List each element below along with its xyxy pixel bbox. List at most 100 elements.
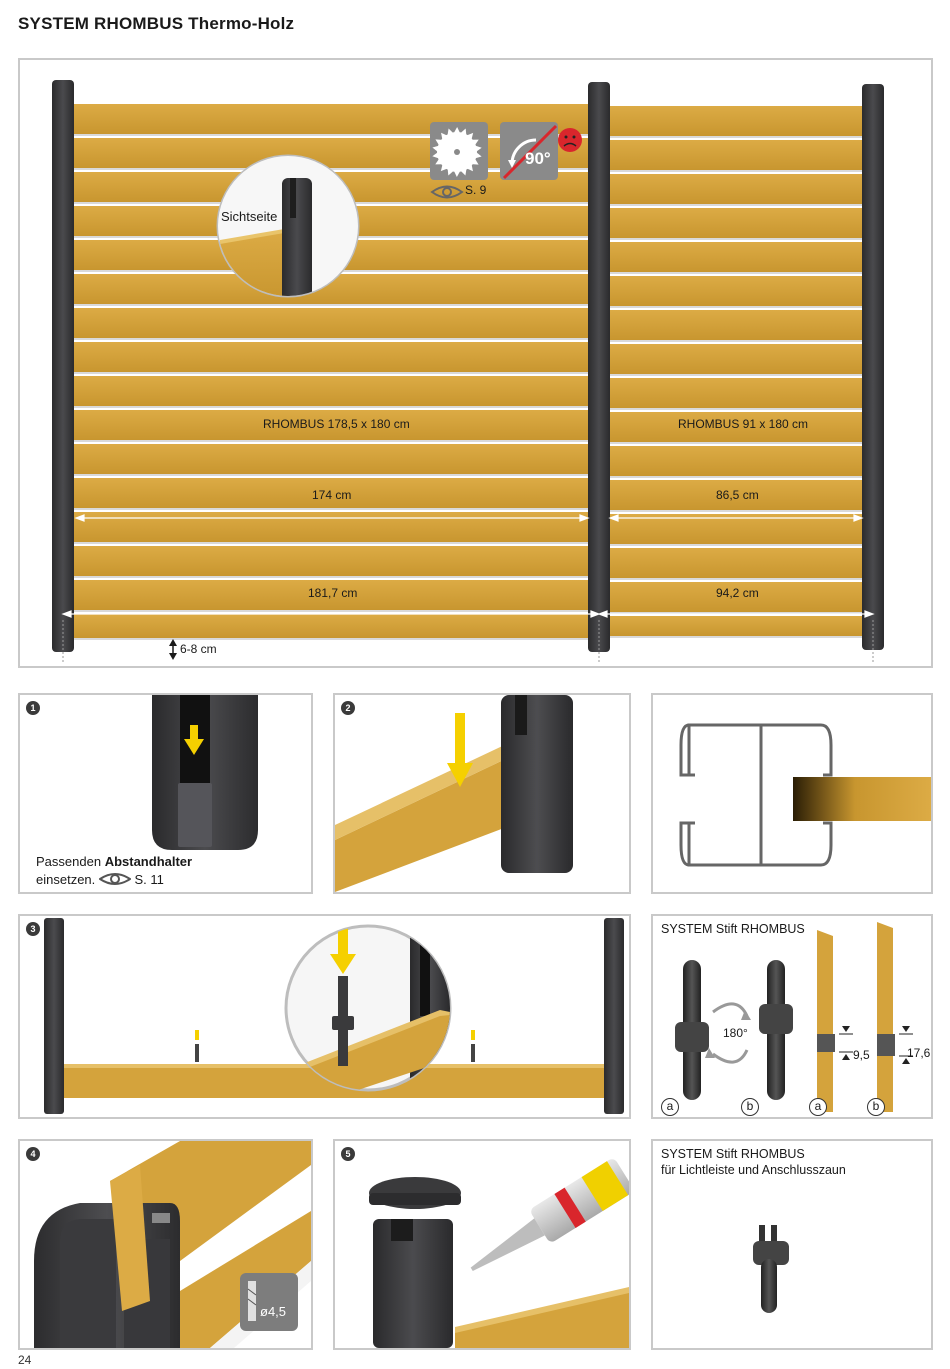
fence-board	[610, 106, 862, 136]
fence-board	[74, 546, 588, 576]
fence-board	[610, 310, 862, 340]
fence-post-right	[862, 84, 884, 650]
fence-board	[610, 582, 862, 612]
board-gap	[74, 134, 588, 136]
step-1-panel: 1 Passenden Abstandhalter einsetzen. S. …	[18, 693, 313, 894]
eye-icon	[430, 185, 464, 199]
fence-board	[610, 514, 862, 544]
step-number: 2	[341, 701, 355, 715]
step-1-illustration	[152, 695, 258, 850]
board-gap	[74, 576, 588, 578]
board-gap	[610, 510, 862, 512]
saw-tooth	[447, 128, 454, 136]
fence-board	[610, 174, 862, 204]
saw-tooth	[432, 145, 440, 152]
step-1-text-suffix: einsetzen.	[36, 872, 96, 887]
fence-board	[610, 276, 862, 306]
ground-gap-arrow	[169, 639, 177, 660]
board-gap	[610, 136, 862, 138]
step-number: 3	[26, 922, 40, 936]
saw-tooth	[474, 152, 482, 159]
board-gap	[610, 636, 862, 638]
sichtseite-magnifier	[216, 154, 360, 298]
fence-board	[610, 242, 862, 272]
saw-tooth	[435, 139, 443, 146]
sichtseite-label: Sichtseite	[221, 209, 278, 224]
board-gap	[610, 374, 862, 376]
step-2-panel: 2	[333, 693, 631, 894]
rotation-label: 180°	[723, 1026, 748, 1040]
fence-post-left	[52, 80, 74, 652]
board-gap	[610, 578, 862, 580]
fence-board	[74, 580, 588, 610]
stift-panel-title: SYSTEM Stift RHOMBUS	[661, 922, 805, 936]
board-gap	[610, 170, 862, 172]
drill-size-label: ø4,5	[260, 1304, 287, 1319]
saw-tooth	[453, 127, 461, 134]
step-5-panel: 5	[333, 1139, 631, 1350]
step-1-text: Passenden Abstandhalter einsetzen. S. 11	[36, 853, 192, 888]
board-gap	[610, 476, 862, 478]
fence-board	[610, 208, 862, 238]
board-gap	[74, 372, 588, 374]
step-3-illustration	[44, 918, 624, 1114]
arrow-down-icon	[455, 713, 465, 767]
stift-panel: SYSTEM Stift RHOMBUS 180° 9,5 17,6 a b a…	[651, 914, 933, 1119]
fence-overview-illustration	[52, 80, 884, 664]
fence-board	[74, 410, 588, 440]
fence-board	[610, 480, 862, 510]
fence-boards-right	[610, 106, 862, 638]
fence-board	[74, 512, 588, 542]
board-gap	[610, 408, 862, 410]
step-3-panel: 3	[18, 914, 631, 1119]
post-cross-section-diagram	[679, 723, 931, 867]
fence-board	[610, 140, 862, 170]
board-gap	[74, 542, 588, 544]
step-number: 5	[341, 1147, 355, 1161]
board-gap	[74, 508, 588, 510]
right-panel-name: RHOMBUS 91 x 180 cm	[678, 417, 809, 431]
fence-board	[74, 444, 588, 474]
step-2-illustration	[335, 695, 573, 892]
step-1-text-bold: Abstandhalter	[104, 854, 193, 869]
saw-tooth	[447, 168, 454, 176]
board-gap	[610, 204, 862, 206]
saw-tooth	[432, 152, 440, 159]
stift-panel-2-title: SYSTEM Stift RHOMBUS	[661, 1147, 805, 1161]
ground-gap-label: 6-8 cm	[180, 642, 217, 656]
page-title: SYSTEM RHOMBUS Thermo-Holz	[18, 14, 295, 33]
step-number: 4	[26, 1147, 40, 1161]
fence-board	[610, 378, 862, 408]
board-gap	[74, 338, 588, 340]
board-gap	[74, 304, 588, 306]
saw-tooth	[471, 158, 479, 165]
saw-tooth	[441, 132, 448, 140]
cross-section-panel	[651, 693, 933, 894]
fence-board	[610, 548, 862, 578]
saw-tooth	[453, 170, 461, 177]
fence-board	[74, 342, 588, 372]
fence-post-middle	[588, 82, 610, 652]
stift-diagram	[675, 922, 913, 1112]
fence-board	[74, 376, 588, 406]
board-gap	[610, 544, 862, 546]
label-a-1: a	[661, 1098, 679, 1116]
fence-board	[610, 344, 862, 374]
board-gap	[610, 238, 862, 240]
left-outer-width: 181,7 cm	[308, 586, 358, 600]
step-1-text-prefix: Passenden	[36, 854, 102, 869]
board-gap	[610, 340, 862, 342]
saw-tooth	[435, 158, 443, 165]
angle-label: 90°	[525, 149, 551, 168]
saw-tooth	[471, 139, 479, 146]
step-4-panel: 4 ø4,5	[18, 1139, 313, 1350]
right-inner-width: 86,5 cm	[716, 488, 759, 502]
step-1-page-ref: S. 11	[134, 872, 164, 887]
arrow-down-icon	[190, 725, 198, 741]
saw-tooth	[466, 132, 474, 140]
label-b-1: b	[741, 1098, 759, 1116]
board-gap	[610, 306, 862, 308]
page-number: 24	[18, 1353, 32, 1367]
saw-tooth	[474, 145, 482, 152]
saw-tooth	[460, 168, 467, 176]
